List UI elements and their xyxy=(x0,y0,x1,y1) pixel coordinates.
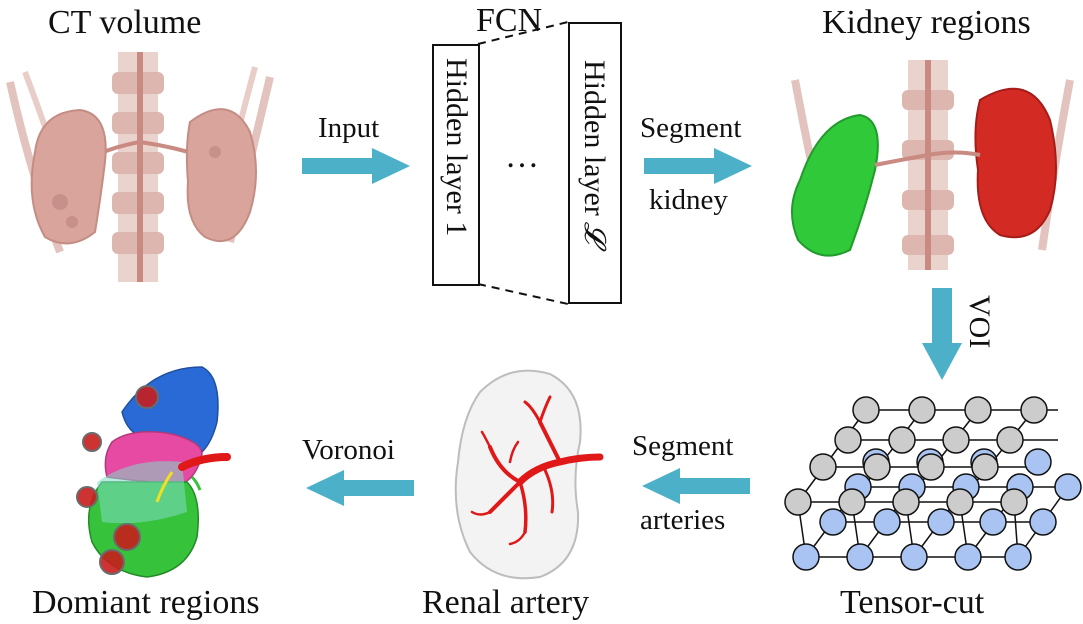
hidden-layer-l-symbol: 𝓛 xyxy=(578,221,611,244)
hidden-layer-1-text: Hidden layer 1 xyxy=(440,58,473,237)
tensor-cut-graph xyxy=(784,396,1082,571)
fcn-ellipsis: … xyxy=(505,138,539,175)
ct-volume-image xyxy=(0,52,280,282)
voronoi-arrow xyxy=(306,470,414,506)
hidden-layer-l-text: Hidden layer 𝓛 xyxy=(578,60,611,244)
hidden-layer-l-label: Hidden layer xyxy=(578,60,611,216)
fcn-connector-lines xyxy=(477,21,569,305)
voi-arrow xyxy=(922,288,962,380)
fcn-title: FCN xyxy=(476,2,543,39)
ct-volume-title: CT volume xyxy=(48,4,202,41)
segment-kidney-label-1: Segment xyxy=(640,112,742,144)
kidney-regions-image xyxy=(780,60,1080,270)
voi-label: VOI xyxy=(963,295,996,349)
renal-artery-image xyxy=(454,369,604,580)
segment-kidney-arrow xyxy=(644,148,752,184)
hidden-layer-1-box: Hidden layer 1 xyxy=(432,44,480,286)
renal-artery-title: Renal artery xyxy=(422,584,590,621)
voronoi-label: Voronoi xyxy=(302,434,395,466)
input-label: Input xyxy=(318,112,380,144)
tensor-cut-title: Tensor-cut xyxy=(840,584,985,621)
segment-arteries-label-1: Segment xyxy=(632,430,734,462)
dominant-regions-title: Domiant regions xyxy=(32,584,260,621)
hidden-layer-l-box: Hidden layer 𝓛 xyxy=(568,22,622,304)
segment-arteries-arrow xyxy=(642,468,750,504)
input-arrow xyxy=(302,148,410,184)
segment-arteries-label-2: arteries xyxy=(640,504,726,536)
dominant-regions-image xyxy=(76,366,231,578)
segment-kidney-label-2: kidney xyxy=(649,184,728,216)
kidney-regions-title: Kidney regions xyxy=(822,4,1031,41)
